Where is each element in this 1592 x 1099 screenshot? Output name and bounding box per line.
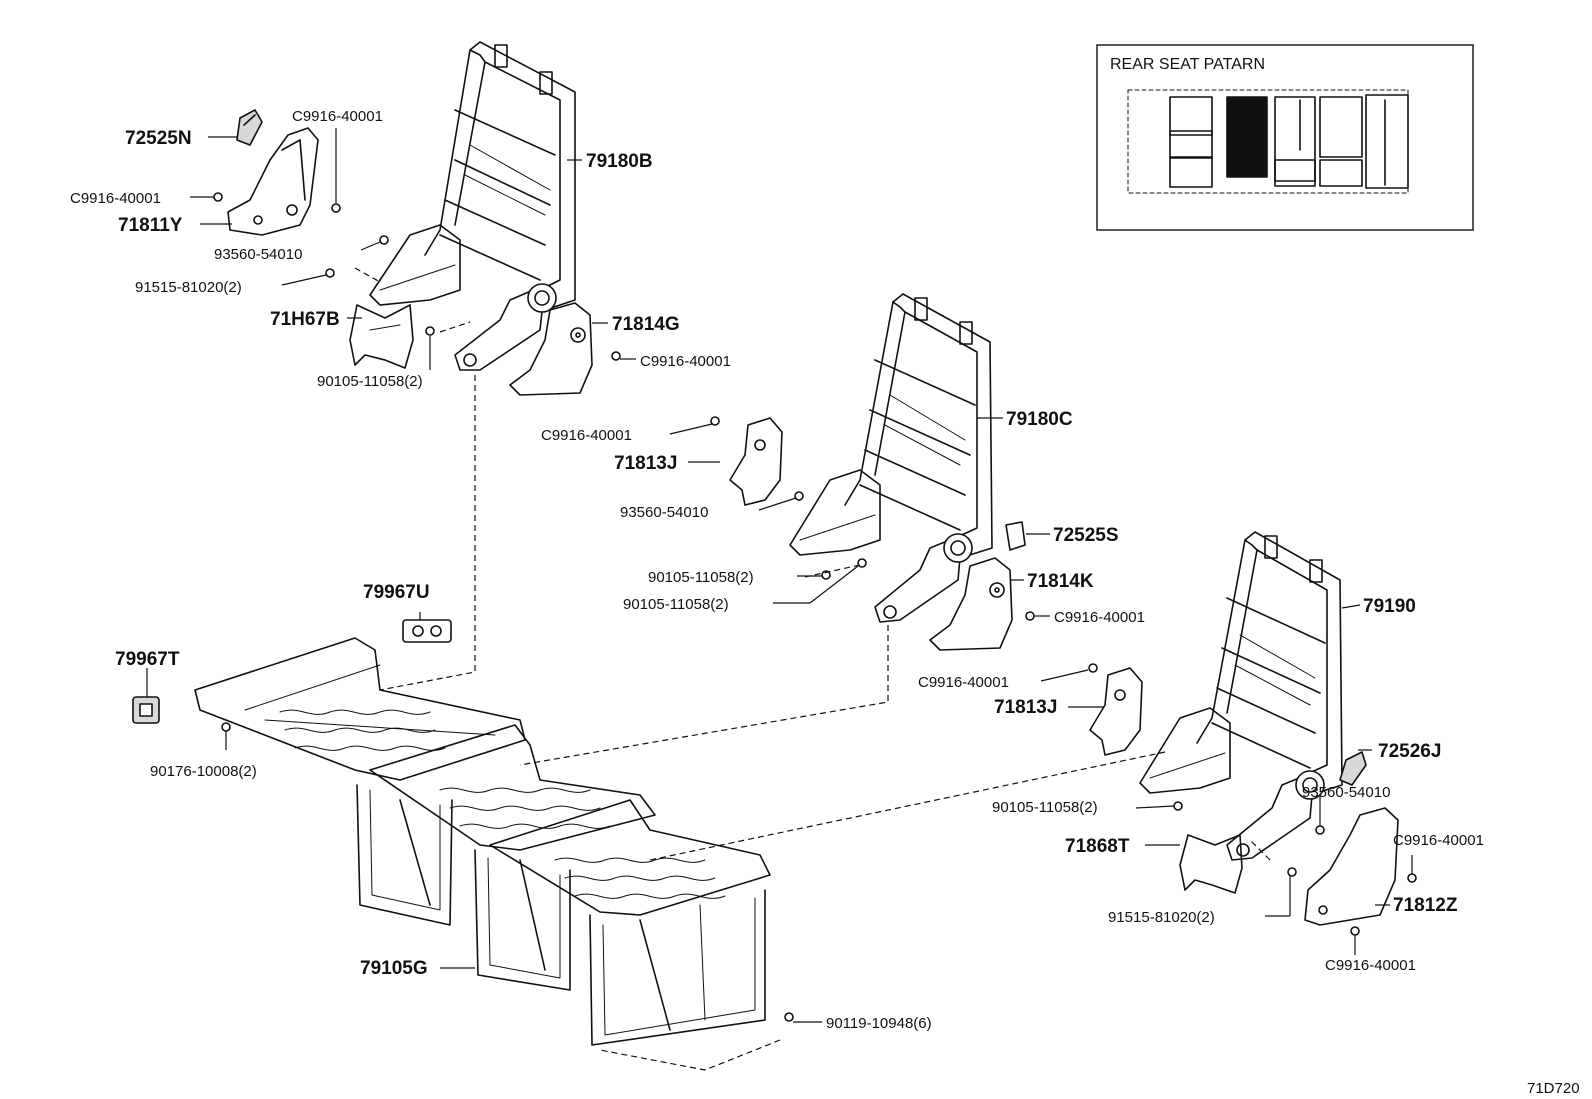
leader-lines (146, 128, 1413, 1023)
label-79180C: 79180C (1006, 409, 1073, 430)
part-71813J-upper-cover (729, 417, 783, 506)
assembly-dashed-lines (354, 267, 1271, 1071)
label-71H67B: 71H67B (270, 309, 340, 330)
seatback-frame-79190 (1139, 531, 1343, 861)
part-71H67B-cover (349, 304, 414, 369)
seatback-frame-79180B (369, 41, 576, 371)
label-79190: 79190 (1363, 596, 1416, 617)
pattern-box-title: REAR SEAT PATARN (1110, 56, 1265, 73)
label-79105G: 79105G (360, 958, 428, 979)
label-90105-11058-d: 90105-11058(2) (992, 799, 1098, 816)
part-72525N-cover (236, 109, 263, 146)
label-C9916-40001-d: C9916-40001 (541, 427, 632, 444)
label-90105-11058-c: 90105-11058(2) (623, 596, 729, 613)
seat-pattern-grid (1127, 89, 1409, 194)
label-93560-54010-b: 93560-54010 (620, 504, 708, 521)
label-91515-81020-a: 91515-81020(2) (135, 279, 242, 296)
label-79180B: 79180B (586, 151, 653, 172)
label-71811Y: 71811Y (118, 215, 183, 236)
part-71814G-hinge-cover (509, 302, 593, 396)
label-C9916-40001-h: C9916-40001 (1325, 957, 1416, 974)
rear-seat-pattern-box: REAR SEAT PATARN (1096, 44, 1474, 231)
part-72526J-knob (1339, 751, 1367, 786)
reference-code: 71D720 (1527, 1080, 1580, 1097)
part-71813J-lower-cover (1089, 667, 1143, 756)
part-71812Z-hinge-cover (1304, 807, 1399, 926)
label-C9916-40001-a: C9916-40001 (70, 190, 161, 207)
label-79967U: 79967U (363, 582, 430, 603)
part-labels: 72525N 71811Y C9916-40001 C9916-40001 93… (70, 108, 1580, 1097)
part-79967U-bracket (402, 619, 452, 643)
label-C9916-40001-g: C9916-40001 (1393, 832, 1484, 849)
label-71814G: 71814G (612, 314, 680, 335)
label-C9916-40001-c: C9916-40001 (640, 353, 731, 370)
part-72525S-knob (1005, 521, 1026, 551)
label-93560-54010-a: 93560-54010 (214, 246, 302, 263)
label-93560-54010-c: 93560-54010 (1302, 784, 1390, 801)
fasteners (213, 192, 1417, 1022)
label-71814K: 71814K (1027, 571, 1094, 592)
label-72525S: 72525S (1053, 525, 1119, 546)
cushion-frame-79105G (194, 637, 771, 1046)
label-90119-10948: 90119-10948(6) (826, 1015, 932, 1032)
label-90105-11058-a: 90105-11058(2) (317, 373, 423, 390)
label-90105-11058-b: 90105-11058(2) (648, 569, 754, 586)
label-C9916-40001-f: C9916-40001 (918, 674, 1009, 691)
label-71868T: 71868T (1065, 836, 1130, 857)
label-C9916-40001-e: C9916-40001 (1054, 609, 1145, 626)
part-71868T-cover (1179, 834, 1243, 894)
seatback-frame-79180C (789, 293, 993, 623)
label-C9916-40001-b: C9916-40001 (292, 108, 383, 125)
label-71812Z: 71812Z (1393, 895, 1458, 916)
label-79967T: 79967T (115, 649, 180, 670)
label-72526J: 72526J (1378, 741, 1441, 762)
part-71811Y-hinge-cover (227, 127, 319, 236)
label-90176-10008: 90176-10008(2) (150, 763, 257, 780)
label-71813J-a: 71813J (614, 453, 677, 474)
part-71814K-hinge-cover (929, 557, 1013, 651)
label-72525N: 72525N (125, 128, 192, 149)
label-91515-81020-b: 91515-81020(2) (1108, 909, 1215, 926)
label-71813J-b: 71813J (994, 697, 1057, 718)
part-79967T-clip (132, 696, 160, 724)
